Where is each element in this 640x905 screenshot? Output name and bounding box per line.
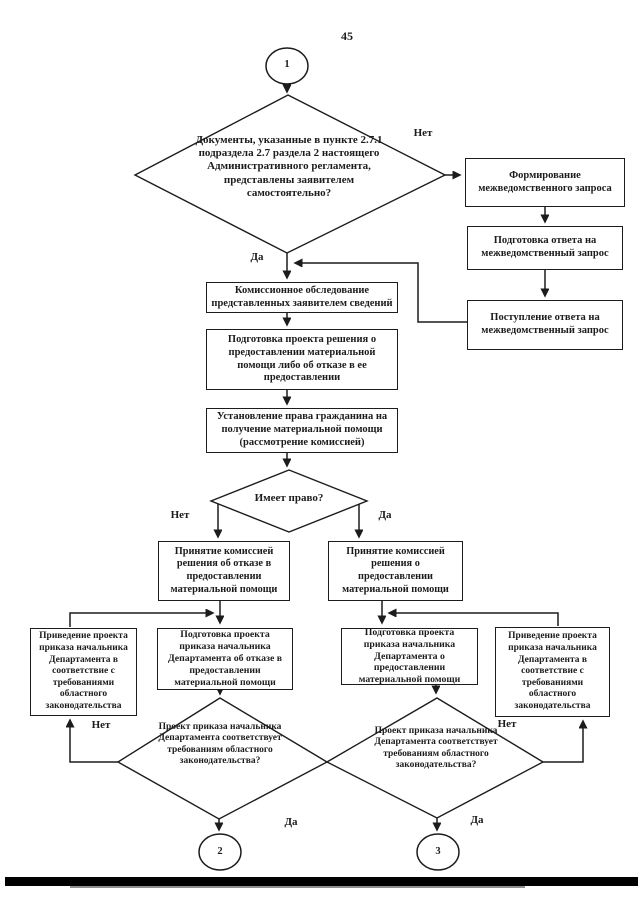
label-yes-right: Да (378, 509, 392, 521)
process-refuse-decision: Принятие комиссией решения об отказе в п… (158, 541, 290, 601)
process-draft-decision: Подготовка проекта решения о предоставле… (206, 329, 398, 390)
connector-recv-to-mainline (296, 263, 467, 323)
label-no-right: Нет (170, 509, 190, 521)
label-no-order-right: Нет (497, 718, 517, 730)
process-fix-order-right: Приведение проекта приказа начальника Де… (495, 627, 610, 717)
label-no-order-left: Нет (91, 719, 111, 731)
decision-order-right-text: Проект приказа начальника Департамента с… (374, 726, 498, 771)
label-yes-order-left: Да (284, 816, 298, 828)
end-circle-2-shape (198, 833, 242, 871)
end-circle-3-shape (416, 833, 460, 871)
bottom-black-bar (5, 877, 638, 886)
process-draft-order-grant: Подготовка проекта приказа начальника Де… (341, 627, 478, 685)
process-prepare-answer: Подготовка ответа на межведомственный за… (467, 226, 623, 270)
decision-order-left-text: Проект приказа начальника Департамента с… (158, 722, 282, 767)
process-commission-check: Комиссионное обследование представленных… (206, 282, 398, 313)
bottom-bar-shadow (70, 886, 525, 888)
start-circle-label: 1 (284, 59, 290, 70)
process-establish-right: Установление права гражданина на получен… (206, 408, 398, 453)
connector-fixleft-return (69, 613, 212, 627)
connector-qright2-no-to-fixright (543, 722, 583, 763)
process-fix-order-left: Приведение проекта приказа начальника Де… (30, 628, 137, 716)
connector-qleft-no-to-fixleft (70, 721, 118, 763)
decision-has-right-text: Имеет право? (254, 492, 324, 504)
connector-fixright-return (390, 613, 559, 626)
end-circle-3-label: 3 (435, 846, 441, 857)
end-circle-2-label: 2 (217, 846, 223, 857)
label-no-docs: Нет (413, 127, 433, 139)
label-yes-order-right: Да (470, 814, 484, 826)
decision-docs-text: Документы, указанные в пункте 2.7.1 подр… (195, 134, 383, 199)
diamond-right-shape (209, 469, 369, 533)
process-receive-answer: Поступление ответа на межведомственный з… (467, 300, 623, 350)
process-grant-decision: Принятие комиссией решения о предоставле… (328, 541, 463, 601)
page-number: 45 (341, 29, 353, 43)
process-draft-order-refuse: Подготовка проекта приказа начальника Де… (157, 628, 293, 690)
label-yes-docs: Да (250, 251, 264, 263)
process-form-request: Формирование межведомственного запроса (465, 158, 625, 207)
